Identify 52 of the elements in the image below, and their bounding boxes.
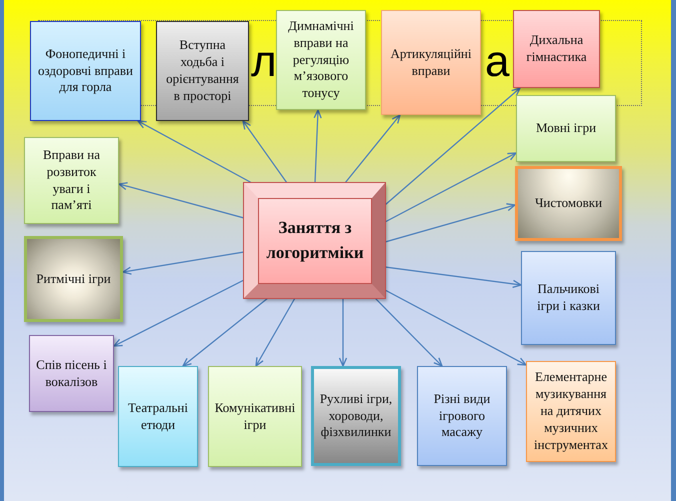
topic-box (381, 10, 481, 115)
title-fragment: л (251, 40, 277, 84)
arrow (255, 298, 296, 367)
arrow (384, 289, 527, 366)
topic-box (208, 366, 302, 467)
topic-box (29, 335, 114, 412)
topic-box (515, 166, 622, 241)
title-fragment: а (485, 40, 510, 84)
arrow (242, 120, 288, 184)
topic-box (521, 251, 616, 345)
node-text: Комунікативні ігри (214, 400, 296, 434)
node-text: Рухливі ігри, хороводи, фізхвилинки (318, 390, 394, 442)
node-text: Артикуляційні вправи (390, 46, 472, 80)
arrow (137, 120, 252, 184)
arrow (118, 182, 244, 219)
topic-box (276, 10, 366, 110)
topic-box (24, 236, 123, 322)
topic-box (513, 10, 600, 88)
arrow (314, 109, 322, 184)
central-topic-box (244, 183, 385, 298)
arrow (182, 298, 268, 367)
arrow (384, 203, 516, 243)
topic-box (118, 366, 198, 467)
topic-box (417, 366, 507, 466)
node-text: Фонопедичні і оздоровчі вправи для горла (36, 46, 134, 96)
topic-box (526, 361, 616, 462)
arrow (384, 152, 517, 223)
node-text: Заняття з логоритміки (265, 217, 365, 264)
topic-box (30, 21, 141, 121)
topic-box (311, 366, 401, 466)
node-text: Різні види ігрового масажу (432, 390, 492, 442)
node-text: Театральні етюди (126, 400, 190, 434)
node-text: Елементарне музикування на дитячих музичних інструментах (533, 369, 609, 454)
node-text: Вправи на розвиток уваги і пам’яті (42, 146, 101, 214)
arrow (122, 251, 244, 275)
arrow (384, 266, 522, 288)
node-text: Ритмічні ігри (36, 270, 111, 288)
node-text: Чистомовки (534, 195, 602, 212)
node-text: Мовні ігри (536, 120, 596, 137)
arrow (374, 298, 443, 367)
node-text: Пальчикові ігри і казки (536, 281, 601, 315)
arrow (384, 87, 521, 206)
arrow (338, 298, 348, 367)
topic-box (156, 21, 249, 121)
arrow (113, 279, 244, 347)
topic-box (24, 137, 119, 224)
node-text: Димнамічні вправи на регуляцію м’язового тонусу (287, 18, 355, 102)
arrow (344, 114, 401, 184)
topic-box (516, 95, 616, 162)
node-text: Дихальна гімнастика (525, 32, 588, 66)
node-text: Вступна ходьба і орієнтування в просторі (165, 37, 240, 105)
node-text: Спів пісень і вокалізов (35, 356, 108, 390)
